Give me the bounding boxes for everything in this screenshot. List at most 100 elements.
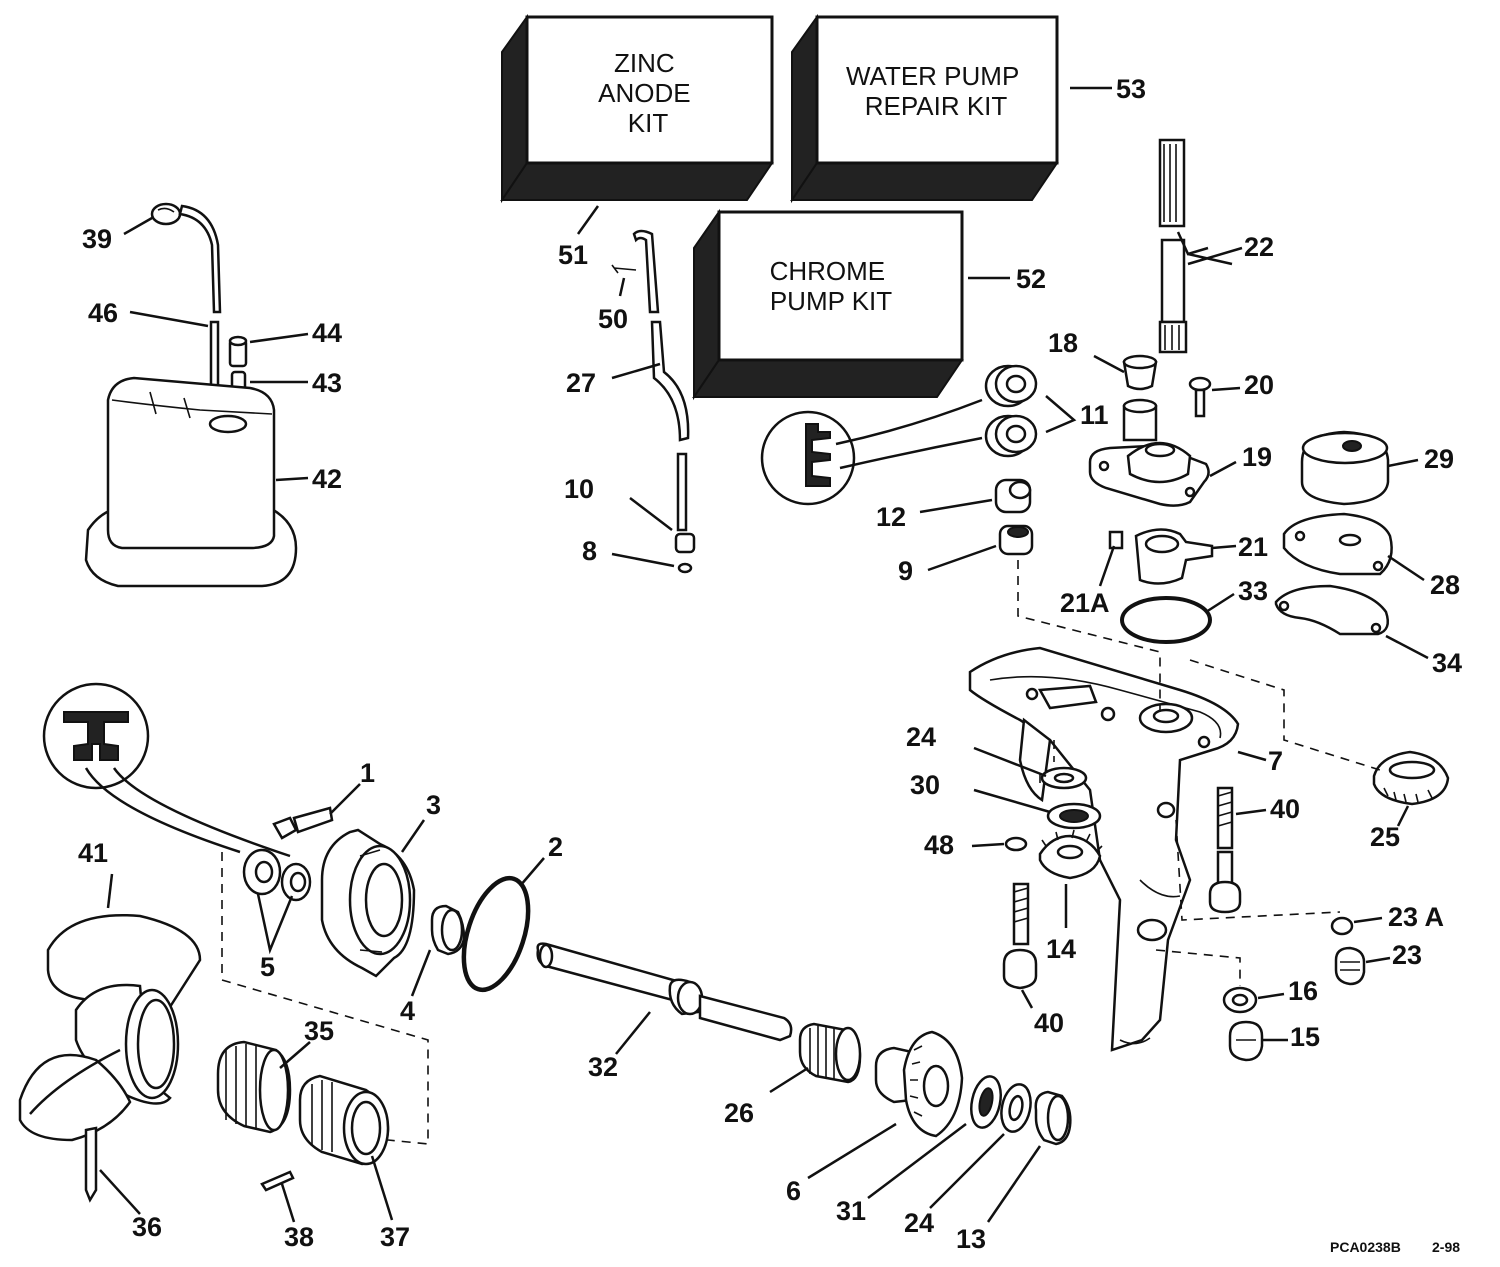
- callout-42[interactable]: 42: [312, 464, 342, 494]
- callout-11[interactable]: 11: [1080, 400, 1109, 430]
- callout-15[interactable]: 15: [1290, 1022, 1320, 1052]
- chrome-pump-kit-box[interactable]: CHROME PUMP KIT: [692, 208, 964, 401]
- callout-37[interactable]: 37: [380, 1222, 410, 1252]
- callout-9[interactable]: 9: [898, 556, 913, 586]
- exhaust-housing-42: [84, 376, 298, 588]
- callout-52[interactable]: 52: [1016, 264, 1046, 294]
- callout-6[interactable]: 6: [786, 1176, 801, 1206]
- liner-18: [1122, 354, 1158, 391]
- propeller-shaft-32[interactable]: [536, 942, 793, 1042]
- callout-38[interactable]: 38: [284, 1222, 314, 1252]
- callout-35[interactable]: 35: [304, 1016, 334, 1046]
- callout-23[interactable]: 23: [1392, 940, 1422, 970]
- reference-code: PCA0238B: [1330, 1239, 1401, 1255]
- propeller-41[interactable]: [18, 914, 202, 1142]
- callout-50[interactable]: 50: [598, 304, 628, 334]
- callout-46[interactable]: 46: [88, 298, 118, 328]
- callout-53[interactable]: 53: [1116, 74, 1146, 104]
- callout-12[interactable]: 12: [876, 502, 906, 532]
- callout-32[interactable]: 32: [588, 1052, 618, 1082]
- callout-14[interactable]: 14: [1046, 934, 1076, 964]
- callout-20[interactable]: 20: [1244, 370, 1274, 400]
- bearing-detail-inset: [760, 398, 983, 506]
- callout-36[interactable]: 36: [132, 1212, 162, 1242]
- callout-31[interactable]: 31: [836, 1196, 866, 1226]
- callout-10[interactable]: 10: [564, 474, 594, 504]
- callout-7[interactable]: 7: [1268, 746, 1283, 776]
- washer-48: [1004, 836, 1028, 852]
- screw-15: [1228, 1020, 1264, 1062]
- callout-numbers: 51 53 52 22 39 46 44 43 42 50 27 10 8 11…: [78, 74, 1462, 1254]
- callout-30[interactable]: 30: [910, 770, 940, 800]
- svg-text:ZINC ANODE KIT: ZINC ANODE KIT: [598, 48, 698, 138]
- callout-5[interactable]: 5: [260, 952, 275, 982]
- water-tube-27: [632, 229, 690, 532]
- callout-8[interactable]: 8: [582, 536, 597, 566]
- callout-28[interactable]: 28: [1430, 570, 1460, 600]
- water-pump-kit-line-1: WATER PUMP: [846, 61, 1019, 91]
- callout-44[interactable]: 44: [312, 318, 342, 348]
- spring-clutch-26: [798, 1022, 862, 1084]
- seal-5-pair: [242, 848, 312, 902]
- cotter-pin-36: [84, 1126, 98, 1203]
- callout-13[interactable]: 13: [956, 1224, 986, 1254]
- svg-text:CHROME PUMP KIT: CHROME PUMP KIT: [770, 256, 893, 316]
- callout-3[interactable]: 3: [426, 790, 441, 820]
- bearing-12: [994, 478, 1032, 514]
- o-ring-33: [1120, 596, 1212, 644]
- gasket-34: [1274, 584, 1389, 636]
- water-pump-repair-kit-box[interactable]: WATER PUMP REPAIR KIT: [790, 13, 1059, 204]
- callout-41[interactable]: 41: [78, 838, 108, 868]
- o-ring-8: [677, 562, 693, 574]
- forward-gear-6: [874, 1030, 964, 1138]
- callout-33[interactable]: 33: [1238, 576, 1268, 606]
- callout-22[interactable]: 22: [1244, 232, 1274, 262]
- callout-24b[interactable]: 24: [904, 1208, 934, 1238]
- drive-shaft-22[interactable]: [1158, 138, 1188, 354]
- bearing-13: [1034, 1090, 1072, 1146]
- callout-34[interactable]: 34: [1432, 648, 1462, 678]
- gasket-28: [1282, 512, 1393, 576]
- callout-4[interactable]: 4: [400, 996, 415, 1026]
- washer-24-upper: [1040, 766, 1088, 790]
- bearing-11-lower: [984, 414, 1038, 458]
- callout-1[interactable]: 1: [360, 758, 375, 788]
- impeller-plate-21: [1134, 528, 1214, 585]
- callout-23a[interactable]: 23 A: [1388, 902, 1444, 932]
- assembly-dash-lines: [221, 560, 1381, 1145]
- zinc-kit-line-3: KIT: [628, 108, 669, 138]
- chrome-kit-line-1: CHROME: [770, 256, 886, 286]
- callout-43[interactable]: 43: [312, 368, 342, 398]
- o-ring-2: [461, 875, 531, 993]
- screw-23: [1334, 946, 1366, 986]
- bolt-1: [272, 806, 334, 840]
- svg-text:WATER PUMP REPAIR KIT: WATER PUMP REPAIR KIT: [846, 61, 1026, 121]
- callout-40b[interactable]: 40: [1034, 1008, 1064, 1038]
- anode-25: [1372, 750, 1450, 806]
- callout-29[interactable]: 29: [1424, 444, 1454, 474]
- callout-21a[interactable]: 21A: [1060, 588, 1110, 618]
- callout-39[interactable]: 39: [82, 224, 112, 254]
- washer-24-lower: [1000, 1083, 1032, 1133]
- pin-38: [260, 1170, 295, 1192]
- washer-16: [1222, 986, 1258, 1014]
- callout-25[interactable]: 25: [1370, 822, 1400, 852]
- washer-23a: [1330, 916, 1354, 936]
- callout-18[interactable]: 18: [1048, 328, 1078, 358]
- callout-48[interactable]: 48: [924, 830, 954, 860]
- callout-19[interactable]: 19: [1242, 442, 1272, 472]
- bearing-9: [998, 524, 1034, 556]
- callout-2[interactable]: 2: [548, 832, 563, 862]
- callout-24a[interactable]: 24: [906, 722, 936, 752]
- callout-51[interactable]: 51: [558, 240, 588, 270]
- callout-27[interactable]: 27: [566, 368, 596, 398]
- grommet-10: [674, 532, 696, 554]
- callout-40a[interactable]: 40: [1270, 794, 1300, 824]
- water-pump-kit-line-2: REPAIR KIT: [865, 91, 1008, 121]
- callout-16[interactable]: 16: [1288, 976, 1318, 1006]
- seal-detail-inset: [42, 682, 291, 858]
- callout-26[interactable]: 26: [724, 1098, 754, 1128]
- callout-21[interactable]: 21: [1238, 532, 1268, 562]
- spacer-37: [298, 1074, 390, 1166]
- zinc-anode-kit-box[interactable]: ZINC ANODE KIT: [500, 13, 774, 204]
